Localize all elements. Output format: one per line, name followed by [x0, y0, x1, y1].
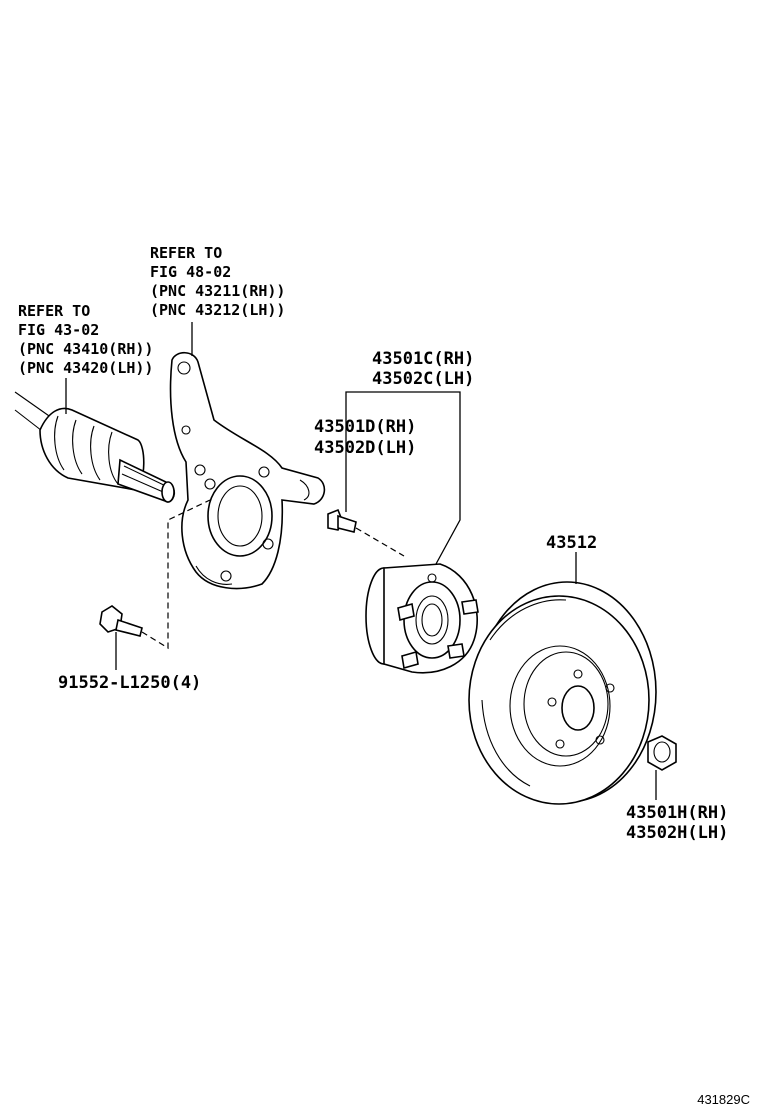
knuckle-ref-line-3: (PNC 43211(RH)): [150, 282, 285, 300]
disc-label: 43512: [546, 533, 597, 553]
hub-assy-label-lh: 43502C(LH): [372, 369, 474, 389]
hub-assy-label-rh: 43501C(RH): [372, 349, 474, 369]
hub-nut-label-rh: 43501H(RH): [626, 803, 728, 823]
axle-ref-line-2: FIG 43-02: [18, 321, 99, 339]
figure-id: 431829C: [697, 1092, 750, 1107]
hub-bolt-label-lh: 43502D(LH): [314, 438, 416, 458]
knuckle-bolt-label: 91552-L1250(4): [58, 673, 201, 693]
hub-bolt[interactable]: [327, 508, 357, 533]
knuckle-bolt[interactable]: [99, 605, 143, 637]
drive-shaft[interactable]: [14, 391, 176, 503]
hub-bolt-label-rh: 43501D(RH): [314, 417, 416, 437]
axle-ref-line-3: (PNC 43410(RH)): [18, 340, 153, 358]
axle-ref-line-1: REFER TO: [18, 302, 90, 320]
axle-ref-line-4: (PNC 43420(LH)): [18, 359, 153, 377]
knuckle-ref-line-2: FIG 48-02: [150, 263, 231, 281]
brake-disc[interactable]: [468, 581, 657, 805]
hub-bolt-path: [355, 527, 405, 557]
leader-lines: [65, 322, 657, 800]
steering-knuckle[interactable]: [169, 351, 326, 590]
knuckle-bolt-path: [141, 499, 211, 650]
hub-nut-label-lh: 43502H(LH): [626, 823, 728, 843]
knuckle-ref-line-4: (PNC 43212(LH)): [150, 301, 285, 319]
hub-assembly[interactable]: [365, 563, 479, 674]
hub-nut[interactable]: [647, 735, 677, 771]
knuckle-ref-line-1: REFER TO: [150, 244, 222, 262]
